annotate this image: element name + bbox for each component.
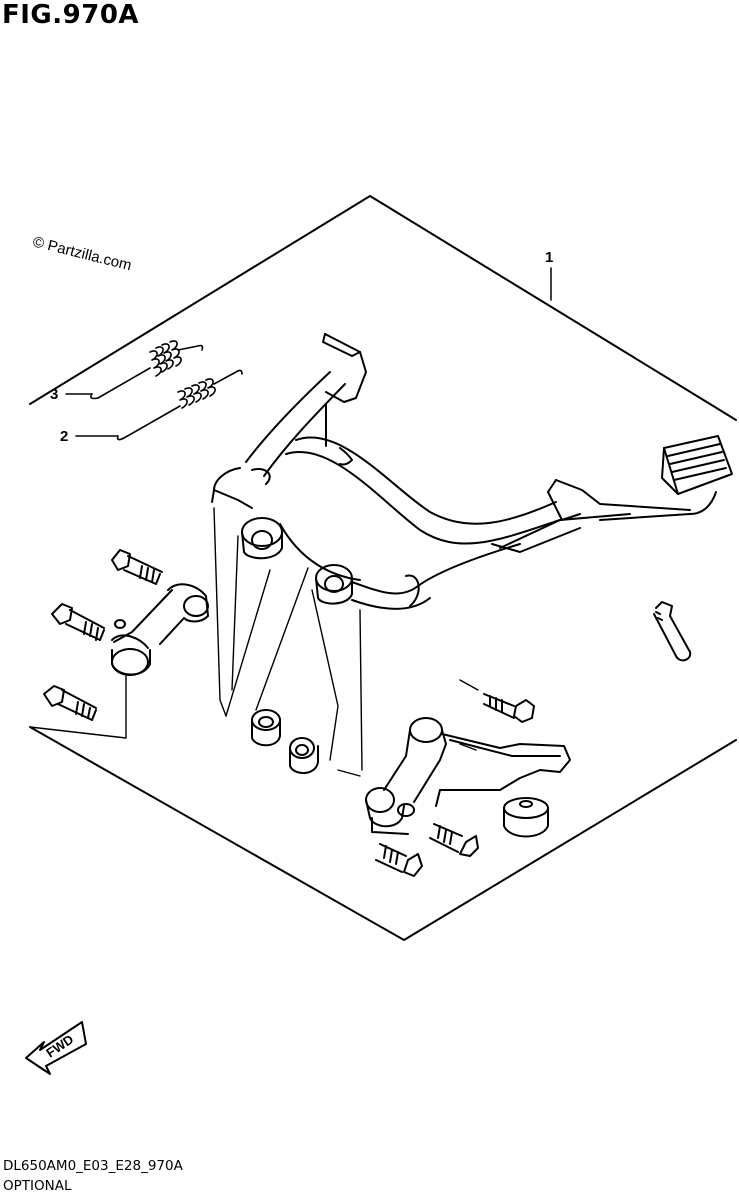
spring-part-2 bbox=[116, 369, 243, 441]
bolt-right-3 bbox=[375, 843, 423, 877]
callout-label-2: 2 bbox=[60, 428, 68, 445]
callout-3[interactable]: 3 bbox=[50, 386, 93, 403]
bolt-right-1 bbox=[459, 679, 535, 723]
figure-title: FIG.970A bbox=[2, 0, 140, 30]
fwd-arrow-icon: FWD bbox=[25, 1021, 87, 1075]
watermark: © Partzilla.com bbox=[31, 233, 133, 274]
mounting-bracket-left bbox=[111, 583, 209, 676]
pin-part bbox=[653, 601, 692, 662]
bushing-2 bbox=[289, 737, 319, 774]
callout-label-3: 3 bbox=[50, 386, 58, 403]
optional-note: OPTIONAL bbox=[3, 1178, 72, 1194]
bolt-left-3 bbox=[43, 685, 97, 721]
drawing-code: DL650AM0_E03_E28_970A bbox=[3, 1158, 183, 1174]
callout-1[interactable]: 1 bbox=[545, 249, 553, 301]
assembly-outline bbox=[29, 195, 737, 941]
spring-part-3 bbox=[90, 340, 204, 400]
callout-2[interactable]: 2 bbox=[60, 428, 119, 445]
callout-label-1: 1 bbox=[545, 249, 553, 266]
rubber-stopper bbox=[503, 797, 549, 838]
center-stand bbox=[211, 333, 733, 610]
bushing-1 bbox=[251, 709, 281, 747]
bolt-left-1 bbox=[111, 549, 163, 585]
bolt-left-2 bbox=[51, 603, 105, 641]
assembly-guides bbox=[29, 507, 363, 777]
mounting-bracket-right bbox=[365, 717, 571, 835]
bolt-right-2 bbox=[429, 823, 479, 857]
